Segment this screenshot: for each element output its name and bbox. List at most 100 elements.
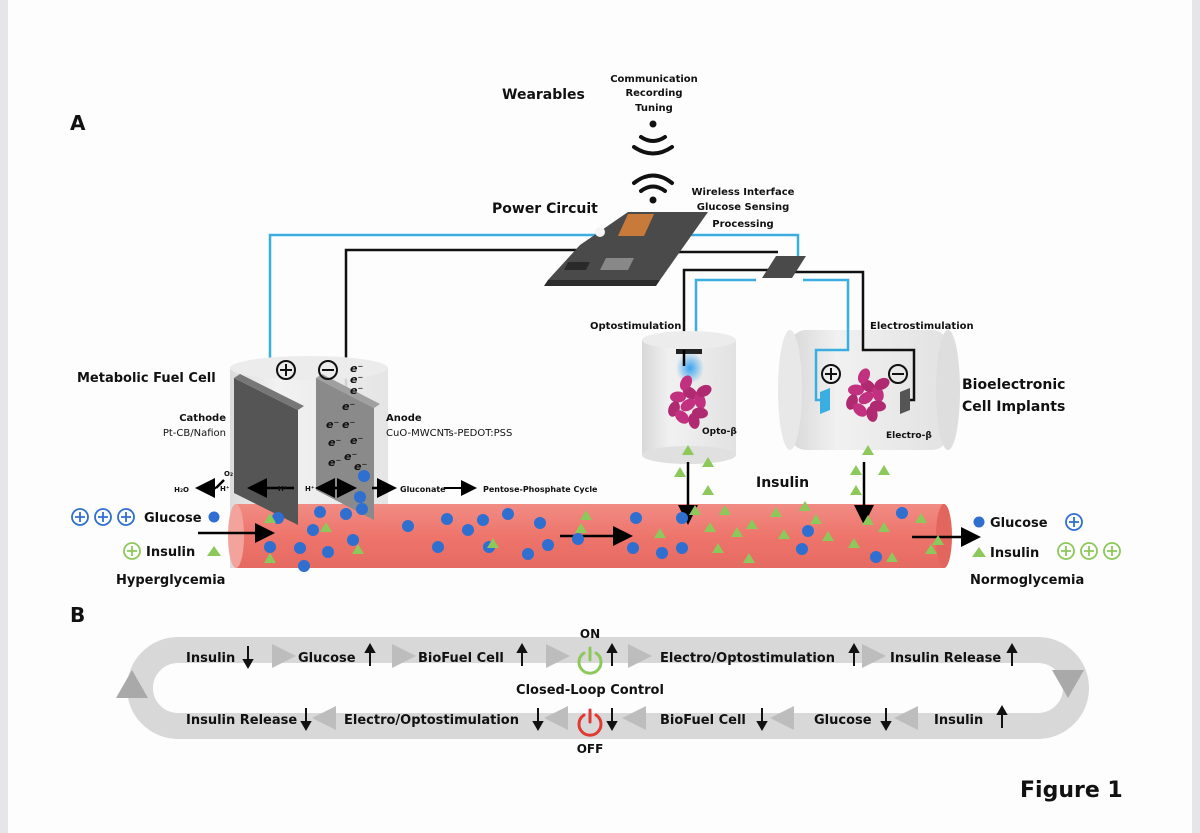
glucose-particle xyxy=(340,508,352,520)
glucose-particle xyxy=(354,491,366,503)
glucose-particle xyxy=(522,548,534,560)
glucose-dot-icon xyxy=(208,511,220,523)
implants-title: Bioelectronic xyxy=(962,377,1065,393)
electron-symbol: e⁻ xyxy=(350,434,363,447)
on-label: ON xyxy=(580,627,600,641)
beta-cell xyxy=(874,377,890,391)
beta-cell xyxy=(675,410,689,424)
arrow-up-icon xyxy=(364,642,376,666)
insulin-particle xyxy=(878,522,890,532)
glucose-particle xyxy=(322,546,334,558)
cathode-label: Cathode xyxy=(179,413,226,424)
beta-cell xyxy=(688,413,700,429)
beta-cell xyxy=(694,393,706,409)
glucose-dot-icon xyxy=(973,516,985,528)
insulin-particle xyxy=(575,523,587,533)
plus-icon xyxy=(1103,542,1121,560)
glucose-particle xyxy=(294,542,306,554)
loop-step-label: Electro/Optostimulation xyxy=(660,651,835,666)
insulin-particle xyxy=(850,465,862,475)
power-off-icon xyxy=(577,708,603,737)
insulin-particle xyxy=(746,519,758,529)
insulin-particle xyxy=(810,514,822,524)
opto-beta-label: Opto-β xyxy=(702,427,737,437)
insulin-particle xyxy=(932,535,944,545)
normoglycemia-label: Normoglycemia xyxy=(970,573,1084,588)
loop-step-label: Insulin Release xyxy=(186,713,297,728)
beta-cell xyxy=(872,386,884,402)
loop-step-label: Electro/Optostimulation xyxy=(344,713,519,728)
insulin-particle xyxy=(862,515,874,525)
insulin-particle xyxy=(264,513,276,523)
wearables-function: Recording xyxy=(625,88,682,99)
loop-up-arrow-icon xyxy=(116,670,148,698)
electrostimulation-label: Electrostimulation xyxy=(870,321,974,332)
loop-step: Electro/Optostimulation xyxy=(660,642,860,666)
beta-cell xyxy=(853,403,867,417)
electron-symbol: e⁻ xyxy=(326,418,339,431)
fuel-cell-title: Metabolic Fuel Cell xyxy=(77,371,216,386)
insulin-triangle-icon xyxy=(972,547,986,557)
electrode-polarity xyxy=(276,360,338,380)
h2o-label: H₂O xyxy=(174,486,189,494)
loop-step xyxy=(577,642,618,675)
beta-cell xyxy=(670,391,686,403)
insulin-particle xyxy=(848,538,860,548)
h-plus-label: H⁺ xyxy=(305,485,315,493)
beta-cell xyxy=(857,368,871,384)
electro-implant-wires xyxy=(814,318,916,414)
off-label: OFF xyxy=(577,742,604,756)
insulin-particle xyxy=(743,553,755,563)
chevron-right-icon xyxy=(546,644,570,668)
insulin-particle xyxy=(654,528,666,538)
arrow-down-icon xyxy=(532,708,544,732)
glucose-particle xyxy=(676,542,688,554)
glucose-particle xyxy=(356,503,368,515)
insulin-particle xyxy=(580,510,592,520)
electron-symbol: e⁻ xyxy=(342,400,355,413)
plus-icon xyxy=(821,364,841,384)
power-circuit-function: Glucose Sensing xyxy=(697,202,790,213)
plus-icon xyxy=(1065,513,1083,531)
panel-label-b: B xyxy=(70,603,85,627)
cathode-material: Pt-CB/Nafion xyxy=(163,428,226,439)
beta-cell xyxy=(866,406,878,422)
plus-icon xyxy=(94,508,112,526)
loop-step-label: BioFuel Cell xyxy=(660,713,746,728)
glucose-particle xyxy=(441,513,453,525)
hyperglycemia-label: Hyperglycemia xyxy=(116,573,225,588)
electron-symbol: e⁻ xyxy=(354,460,367,473)
closed-loop-track xyxy=(116,637,1089,739)
loop-step: BioFuel Cell xyxy=(660,708,768,732)
right-insulin-label: Insulin xyxy=(990,546,1039,561)
chevron-right-icon xyxy=(628,644,652,668)
loop-step: Insulin Release xyxy=(890,642,1018,666)
wearables-function: Communication xyxy=(610,74,698,85)
glucose-particle xyxy=(502,508,514,520)
electron-symbol: e⁻ xyxy=(350,384,363,397)
loop-step: Glucose xyxy=(298,642,376,666)
right-state-indicators xyxy=(1057,513,1121,560)
insulin-particle xyxy=(682,445,694,455)
figure-caption: Figure 1 xyxy=(1020,778,1123,803)
flow-arrows xyxy=(198,350,981,547)
loop-step: Insulin Release xyxy=(186,708,312,732)
wireless-signal-icon xyxy=(632,120,674,204)
arrow-down-icon xyxy=(300,708,312,732)
insulin-particle xyxy=(689,505,701,515)
loop-step-label: BioFuel Cell xyxy=(418,651,504,666)
anode-label: Anode xyxy=(386,413,422,424)
opto-implant xyxy=(642,331,736,464)
insulin-particle xyxy=(822,531,834,541)
loop-step-label: Insulin Release xyxy=(890,651,1001,666)
arrow-down-icon xyxy=(606,708,618,732)
loop-step: BioFuel Cell xyxy=(418,642,528,666)
insulin-particle xyxy=(719,505,731,515)
plus-icon xyxy=(117,508,135,526)
power-on-icon xyxy=(577,646,603,675)
power-circuit-function: Wireless Interface xyxy=(692,187,795,198)
glucose-particle xyxy=(432,541,444,553)
electron-symbol: e⁻ xyxy=(328,436,341,449)
insulin-particle xyxy=(925,544,937,554)
